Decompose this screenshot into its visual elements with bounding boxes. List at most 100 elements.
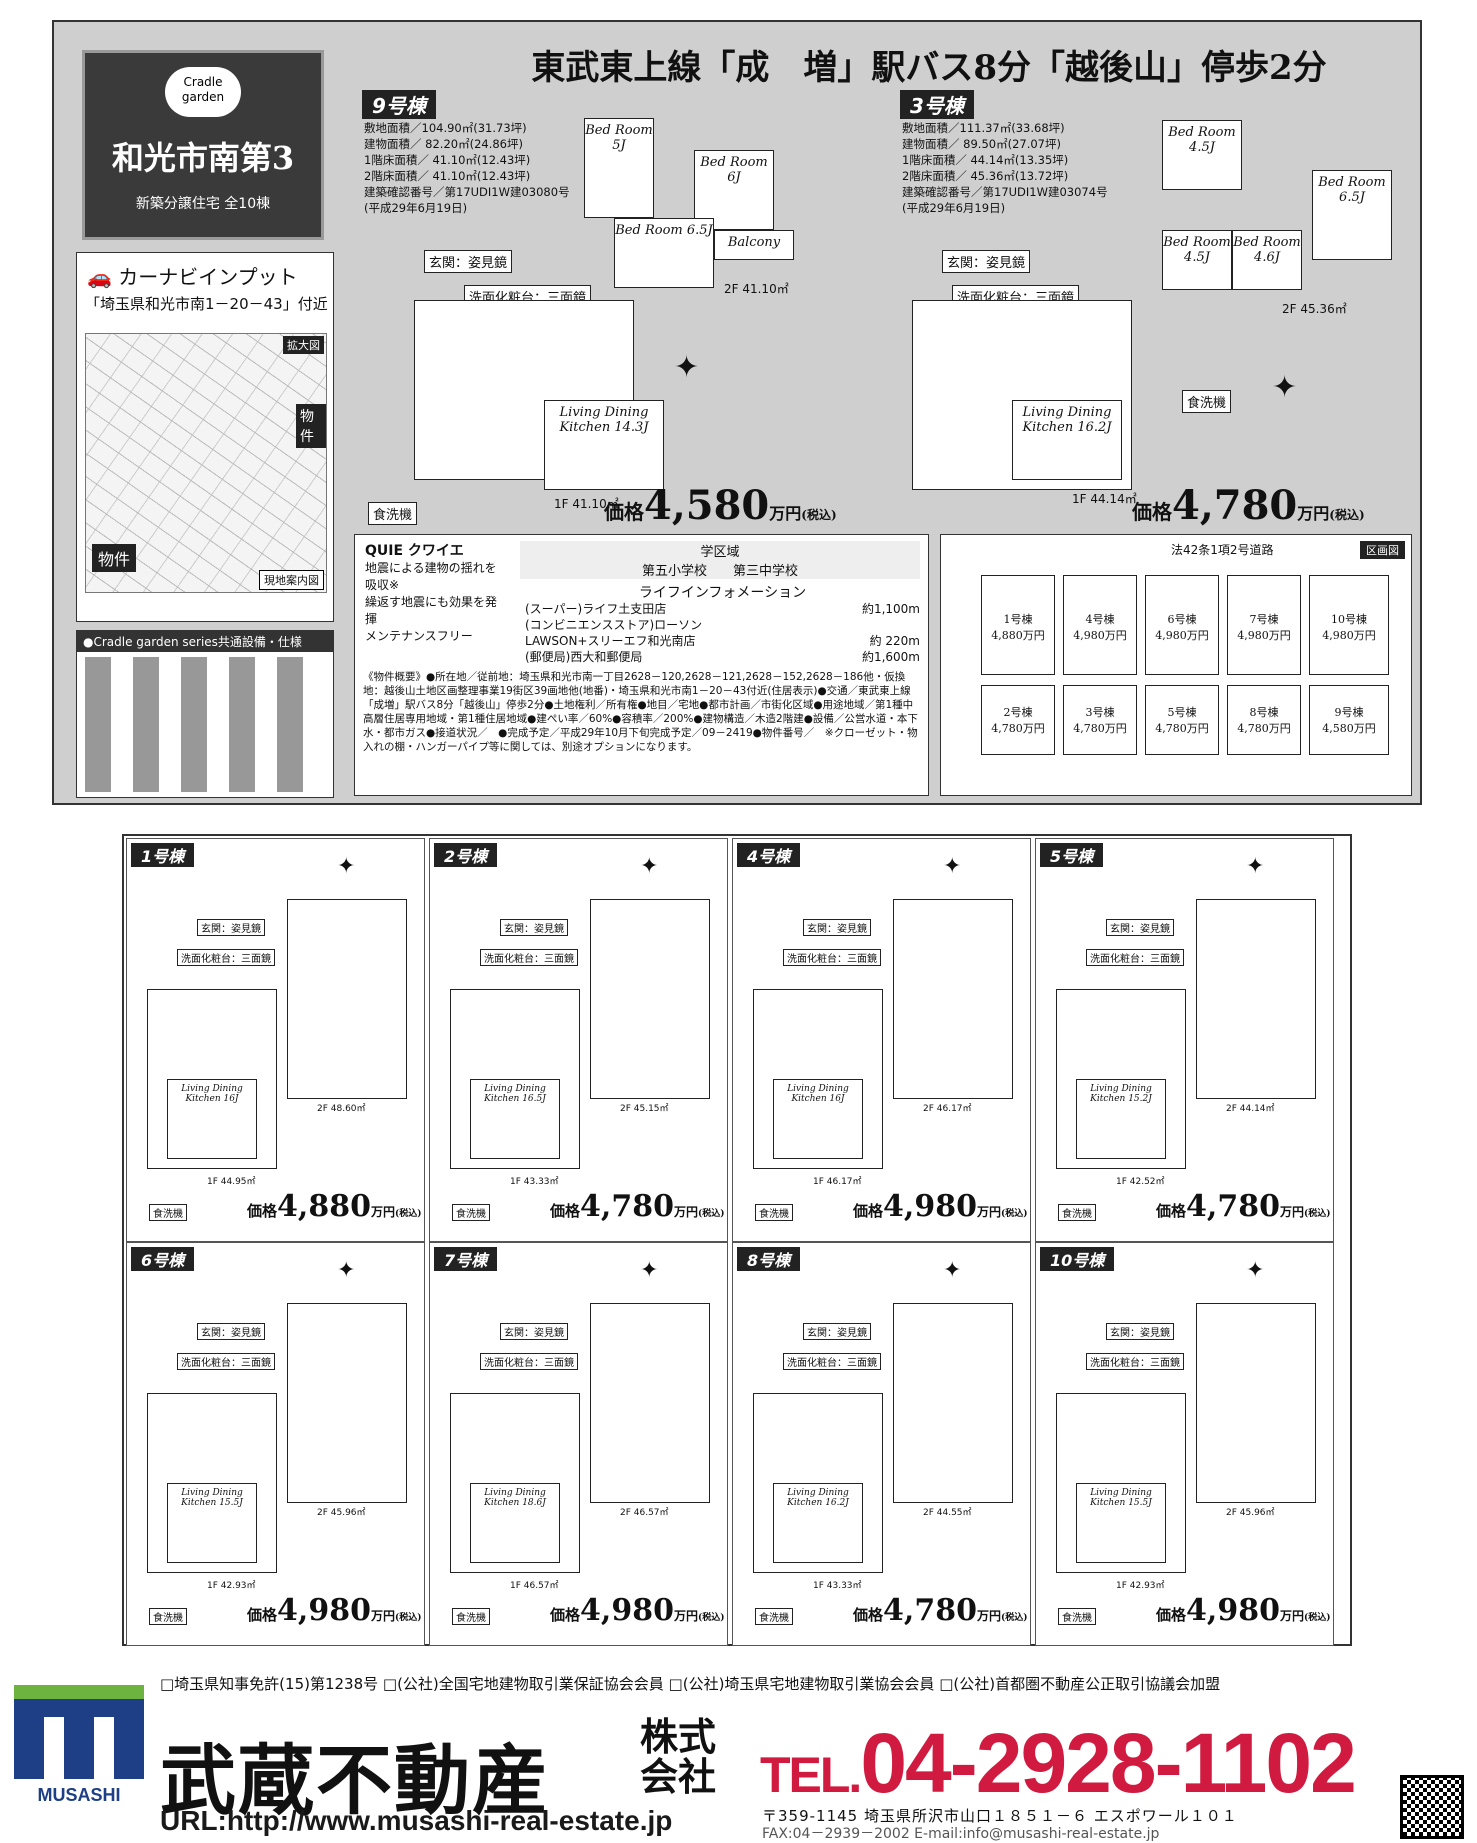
lot-price: 4,980万円 bbox=[1322, 629, 1376, 642]
floor1-area: 1F 42.93㎡ bbox=[1116, 1581, 1165, 1591]
wash-mirror-tag: 洗面化粧台：三面鏡 bbox=[480, 1353, 578, 1370]
car-icon: 🚗 bbox=[87, 265, 112, 289]
plan-9-title: 9号棟 bbox=[362, 90, 436, 119]
price-unit: 万円 bbox=[976, 1205, 1001, 1219]
lot-name: 2号棟 bbox=[1003, 706, 1033, 719]
plan-price: 価格4,780万円(税込) bbox=[853, 1593, 1028, 1628]
entry-mirror-tag: 玄関：姿見鏡 bbox=[1106, 1323, 1174, 1340]
tel-value: 04-2928-1102 bbox=[860, 1716, 1356, 1810]
ldk-room: Living Dining Kitchen 16.5J bbox=[470, 1079, 560, 1159]
tax-label: (税込) bbox=[1329, 508, 1365, 522]
lot-price: 4,780万円 bbox=[1237, 722, 1291, 735]
quie-point: メンテナンスフリー bbox=[365, 629, 473, 643]
property-name: 和光市南第3 bbox=[111, 139, 295, 177]
property-notes: 《物件概要》●所在地／従前地：埼玉県和光市南一丁目2628－120,2628－1… bbox=[363, 671, 918, 753]
life-item: (スーパー)ライフ土支田店約1,100m bbox=[525, 601, 920, 617]
plan-title: 5号棟 bbox=[1040, 843, 1104, 867]
dishwasher-tag: 食洗機 bbox=[1058, 1204, 1096, 1221]
site-title: 区画図 bbox=[1360, 541, 1405, 559]
plan-9-specs: 敷地面積／104.90㎡(31.73坪) 建物面積／ 82.20㎡(24.86坪… bbox=[364, 120, 570, 216]
qr-code-icon[interactable] bbox=[1400, 1775, 1464, 1839]
company-type: 株式会社 bbox=[640, 1714, 717, 1799]
phone-number[interactable]: TEL.04-2928-1102 bbox=[760, 1715, 1357, 1812]
dishwasher-tag: 食洗機 bbox=[755, 1608, 793, 1625]
compass-icon: ✦ bbox=[337, 1258, 356, 1283]
property-subtitle: 新築分譲住宅 全10棟 bbox=[135, 196, 271, 212]
lot-price: 4,780万円 bbox=[991, 722, 1045, 735]
compass-icon: ✦ bbox=[1272, 370, 1298, 405]
compass-icon: ✦ bbox=[674, 350, 700, 385]
price-value: 4,580 bbox=[644, 482, 770, 529]
spec-line: 建物面積／ 89.50㎡(27.07坪) bbox=[902, 137, 1061, 151]
bedroom-5j: Bed Room 5J bbox=[584, 118, 654, 218]
life-item-name: (コンビニエンスストア)ローソン bbox=[525, 618, 703, 632]
logo-line2: garden bbox=[181, 90, 225, 104]
plan-title: 4号棟 bbox=[737, 843, 801, 867]
compass-icon: ✦ bbox=[943, 1258, 962, 1283]
life-item: (コンビニエンスストア)ローソン bbox=[525, 617, 920, 633]
association-line: □埼玉県知事免許(15)第1238号 □(公社)全国宅地建物取引業保証協会会員 … bbox=[160, 1675, 1221, 1693]
price-value: 4,880 bbox=[277, 1189, 371, 1224]
spec-line: 建築確認番号／第17UDI1W建03080号 bbox=[364, 185, 570, 199]
wash-mirror-tag: 洗面化粧台：三面鏡 bbox=[480, 949, 578, 966]
info-box: QUIE クワイエ 地震による建物の揺れを吸収※ 繰返す地震にも効果を発揮 メン… bbox=[354, 534, 929, 796]
price-label: 価格 bbox=[853, 1606, 884, 1624]
quie-point: 地震による建物の揺れを吸収※ bbox=[365, 561, 497, 592]
lot-name: 10号棟 bbox=[1331, 613, 1367, 626]
plan-9: 9号棟 敷地面積／104.90㎡(31.73坪) 建物面積／ 82.20㎡(24… bbox=[354, 90, 884, 530]
bedroom-6-5j: Bed Room 6.5J bbox=[614, 218, 714, 288]
price-value: 4,980 bbox=[580, 1593, 674, 1628]
entry-mirror-tag: 玄関：姿見鏡 bbox=[500, 1323, 568, 1340]
lot-name: 1号棟 bbox=[1003, 613, 1033, 626]
entry-mirror-tag: 玄関：姿見鏡 bbox=[942, 250, 1031, 273]
ldk-room: Living Dining Kitchen 15.5J bbox=[1076, 1483, 1166, 1563]
lot-name: 9号棟 bbox=[1334, 706, 1364, 719]
price-unit: 万円 bbox=[1297, 504, 1330, 523]
tax-label: (税込) bbox=[697, 1209, 725, 1219]
quie-brand: QUIE クワイエ bbox=[365, 543, 464, 559]
spec-line: (平成29年6月19日) bbox=[902, 201, 1006, 215]
spec-line: 1階床面積／ 44.14㎡(13.35坪) bbox=[902, 153, 1069, 167]
logo-line1: Cradle bbox=[183, 75, 223, 89]
map-property-marker: 物件 bbox=[296, 404, 326, 448]
life-item-name: (スーパー)ライフ土支田店 bbox=[525, 602, 667, 616]
dishwasher-tag: 食洗機 bbox=[452, 1204, 490, 1221]
wash-mirror-tag: 洗面化粧台：三面鏡 bbox=[177, 949, 275, 966]
access-headline: 東武東上線「成 増」駅バス8分「越後山」停歩2分 bbox=[531, 48, 1327, 88]
compass-icon: ✦ bbox=[640, 854, 659, 879]
price-label: 価格 bbox=[604, 500, 644, 524]
floor2-area: 2F 48.60㎡ bbox=[317, 1104, 366, 1114]
ldk-room: Living Dining Kitchen 15.5J bbox=[167, 1483, 257, 1563]
plan-9-price: 価格4,580万円(税込) bbox=[604, 482, 837, 529]
life-item-name: LAWSON+スリーエフ和光南店 bbox=[525, 634, 696, 648]
dishwasher-tag: 食洗機 bbox=[149, 1204, 187, 1221]
logo-text: MUSASHI bbox=[37, 1785, 120, 1805]
wash-mirror-tag: 洗面化粧台：三面鏡 bbox=[1086, 1353, 1184, 1370]
website-link[interactable]: URL:http://www.musashi-real-estate.jp bbox=[160, 1805, 673, 1836]
lot-2: 2号棟 4,780万円 bbox=[981, 685, 1055, 755]
floor2-area: 2F 45.96㎡ bbox=[317, 1508, 366, 1518]
floor1-area: 1F 46.57㎡ bbox=[510, 1581, 559, 1591]
tax-label: (税込) bbox=[697, 1613, 725, 1623]
plan-3-specs: 敷地面積／111.37㎡(33.68坪) 建物面積／ 89.50㎡(27.07坪… bbox=[902, 120, 1108, 216]
bedroom-4-6j: Bed Room 4.6J bbox=[1232, 230, 1302, 290]
lot-name: 3号棟 bbox=[1085, 706, 1115, 719]
floor2-outline bbox=[287, 1303, 407, 1503]
musashi-logo-icon: MUSASHI bbox=[14, 1685, 144, 1805]
plan-title: 10号棟 bbox=[1040, 1247, 1115, 1271]
equipment-icons bbox=[85, 657, 325, 792]
tax-label: (税込) bbox=[394, 1209, 422, 1219]
floor2-area: 2F 45.15㎡ bbox=[620, 1104, 669, 1114]
wash-mirror-tag: 洗面化粧台：三面鏡 bbox=[783, 949, 881, 966]
price-value: 4,980 bbox=[883, 1189, 977, 1224]
fax-email: FAX:04－2939－2002 E-mail:info@musashi-rea… bbox=[762, 1826, 1160, 1842]
lot-name: 4号棟 bbox=[1085, 613, 1115, 626]
